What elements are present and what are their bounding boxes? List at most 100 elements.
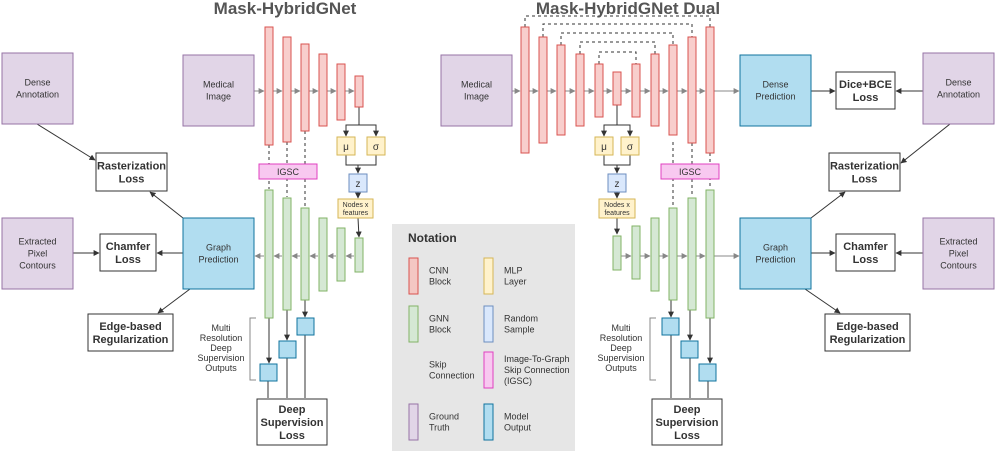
notation-label: MLP: [504, 266, 523, 276]
dense-to-raster: [36, 123, 96, 161]
notation-label: Model: [504, 412, 529, 422]
extracted-contours-box-line: Pixel: [28, 249, 48, 259]
gnn-block: [612, 235, 622, 271]
notation-label: Random: [504, 314, 538, 324]
gnn-block: [631, 225, 641, 280]
notation-label: Sample: [504, 325, 535, 335]
cnn-block: [520, 26, 530, 154]
r-ds-output-2: [680, 340, 699, 359]
notation-swatch: [483, 305, 494, 343]
ds-output-1: [259, 363, 278, 382]
r-edge-regularization-box-line: Edge-based: [836, 321, 898, 333]
r-medical-image-box: [440, 54, 513, 127]
gnn-block: [300, 207, 310, 301]
edge-regularization-box-line: Edge-based: [99, 321, 161, 333]
r-mu-box: [594, 136, 614, 156]
unet-skip: [560, 32, 674, 45]
notation-label: Connection: [429, 371, 475, 381]
cnn-block: [631, 63, 641, 118]
cnn-block: [650, 53, 660, 127]
r-sigma-to-z: [617, 155, 631, 166]
nodes-features-line: features: [343, 210, 369, 217]
graph-prediction-box-line: Prediction: [198, 255, 238, 265]
r-deep-supervision-loss-box-line: Supervision: [656, 417, 719, 429]
z-box: [348, 173, 368, 193]
cnn-block: [264, 26, 274, 146]
r-deep-supervision-outputs-caption-line: Supervision: [597, 353, 644, 363]
right-title: Mask-HybridGNet Dual: [536, 0, 720, 18]
edge-regularization-box-line: Regularization: [93, 334, 169, 346]
r-deep-supervision-loss-box: [651, 398, 723, 446]
r-nodes-features-line: Nodes x: [604, 202, 630, 209]
extracted-contours-box: [1, 217, 74, 290]
r-mu-label: μ: [601, 142, 607, 153]
r-graph-prediction-box: [739, 217, 812, 290]
sigma-label: σ: [373, 142, 380, 153]
notation-label: Block: [429, 325, 452, 335]
r-nodes-features-box: [598, 198, 636, 219]
gnn-block: [687, 197, 697, 311]
r-dense-prediction-box-line: Prediction: [755, 92, 795, 102]
deep-supervision-loss-box-line: Deep: [279, 404, 306, 416]
unet-skip: [524, 15, 711, 27]
ds-output-2: [278, 340, 297, 359]
cnn-block: [336, 63, 346, 121]
cnn-block: [354, 75, 364, 108]
r-graph-to-raster: [810, 191, 846, 219]
r-sigma-box: [620, 136, 640, 156]
r-mu-to-z: [603, 155, 620, 174]
cnn-block: [594, 63, 604, 118]
sigma-box: [366, 136, 386, 156]
r-edge-regularization-box: [824, 313, 911, 352]
notation-label: Block: [429, 277, 452, 287]
r-extracted-contours-box-line: Contours: [940, 261, 977, 271]
cnn-block: [687, 36, 697, 144]
dense-annotation-box-line: Dense: [24, 78, 50, 88]
r-nodes-features-line: features: [604, 210, 630, 217]
igsc-label: IGSC: [277, 167, 300, 177]
r-dice-bce-box-line: Dice+BCE: [839, 79, 892, 91]
igsc-box: [258, 163, 318, 180]
gnn-block: [354, 237, 364, 273]
cnn-block: [318, 53, 328, 127]
nodes-features-line: Nodes x: [343, 202, 369, 209]
mu-to-z: [345, 155, 361, 174]
r-extracted-contours-box: [922, 217, 995, 290]
notation-label: (IGSC): [504, 376, 532, 386]
notation-swatch: [408, 305, 419, 343]
gnn-block: [264, 189, 274, 319]
extracted-contours-box-line: Contours: [19, 261, 56, 271]
gnn-block: [282, 197, 292, 311]
r-dense-prediction-box: [739, 54, 812, 127]
r-chamfer-loss-box: [835, 233, 896, 272]
deep-supervision-loss-box-line: Supervision: [261, 417, 324, 429]
graph-to-edge: [157, 288, 191, 314]
r-dense-annotation-box: [922, 52, 995, 125]
notation-swatch: [483, 257, 494, 295]
ds-output-3: [296, 317, 315, 336]
mu-label: μ: [343, 142, 349, 153]
notation-swatch: [408, 257, 419, 295]
chamfer-loss-box-line: Chamfer: [106, 241, 151, 253]
edge-regularization-box: [87, 313, 174, 352]
r-rasterization-loss-box-line: Loss: [852, 173, 878, 185]
sigma-to-z: [358, 155, 377, 166]
r-z-label: z: [615, 179, 620, 190]
r-extracted-contours-box-line: Pixel: [949, 249, 969, 259]
dense-annotation-box-line: Annotation: [16, 90, 59, 100]
cnn-block: [612, 71, 622, 106]
deep-supervision-outputs-caption-line: Supervision: [197, 353, 244, 363]
deep-supervision-outputs-caption-line: Deep: [210, 343, 232, 353]
deep-supervision-loss-box-line: Loss: [279, 430, 305, 442]
notation-label: Truth: [429, 423, 450, 433]
rasterization-loss-box-line: Rasterization: [97, 160, 166, 172]
notation-label: Image-To-Graph: [504, 354, 570, 364]
cnn-block: [300, 43, 310, 132]
cnn-block: [556, 44, 566, 136]
nodes-features-box: [337, 198, 374, 219]
medical-image-box-line: Medical: [203, 80, 234, 90]
gnn-block: [650, 217, 660, 292]
notation-label: Layer: [504, 277, 527, 287]
notation-label: Output: [504, 423, 532, 433]
z-label: z: [356, 179, 361, 190]
